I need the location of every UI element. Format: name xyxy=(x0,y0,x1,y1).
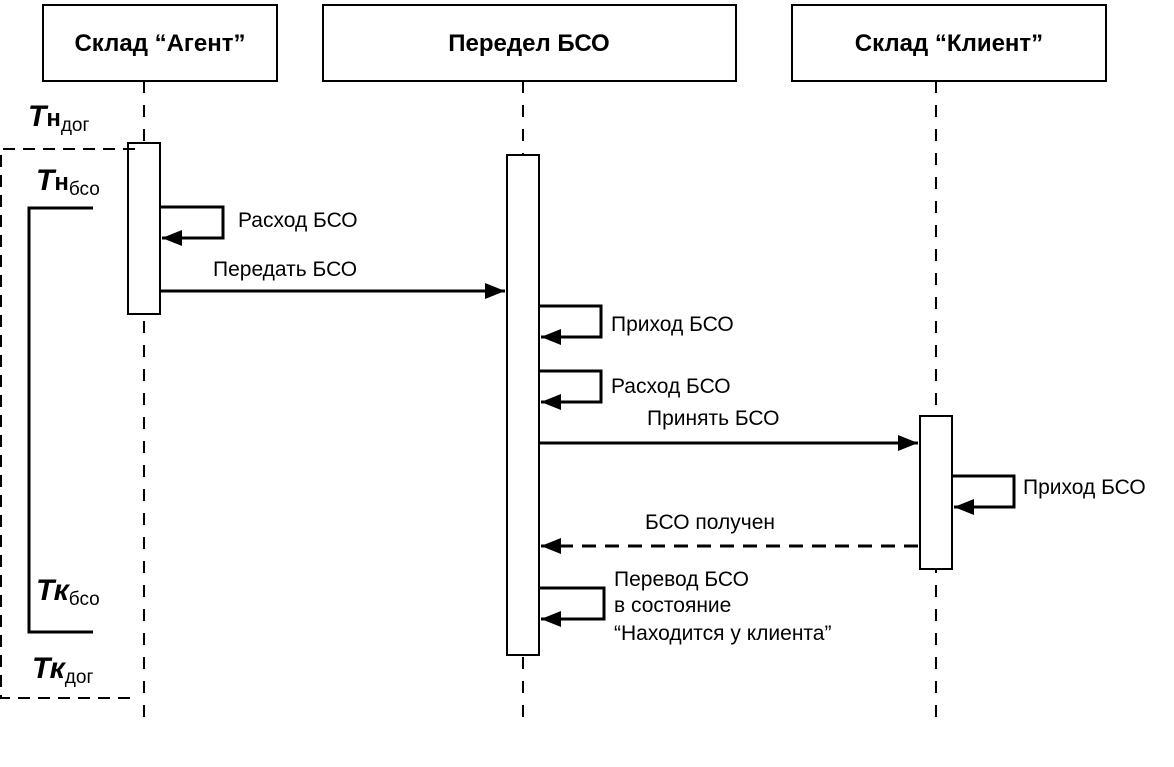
message-peredel-income-label: Приход БСО xyxy=(611,313,734,336)
bso-period-bracket xyxy=(27,206,93,634)
message-transfer: Передать БСО xyxy=(160,258,505,299)
time-mark-tk-bso: Ткбсо xyxy=(36,574,100,610)
lifeline-client-title: Склад “Клиент” xyxy=(855,30,1043,57)
lifeline-agent: Склад “Агент” xyxy=(42,4,278,82)
message-peredel-income: Приход БСО xyxy=(539,304,734,345)
time-mark-tk-dog: Ткдог xyxy=(32,652,93,688)
lifeline-client: Склад “Клиент” xyxy=(791,4,1107,82)
message-agent-expense-label: Расход БСО xyxy=(238,209,358,232)
message-received: БСО получен xyxy=(541,511,918,554)
message-client-income: Приход БСО xyxy=(952,474,1146,515)
lifeline-peredel: Передел БСО xyxy=(322,4,737,82)
message-transfer-label: Передать БСО xyxy=(213,258,357,281)
message-state-change-label: Перевод БСО в состояние “Находится у кли… xyxy=(614,568,831,645)
message-state-change: Перевод БСО в состояние “Находится у кли… xyxy=(539,568,831,645)
lifeline-peredel-title: Передел БСО xyxy=(448,30,609,57)
activation-peredel xyxy=(506,154,540,656)
lifeline-agent-title: Склад “Агент” xyxy=(74,30,245,57)
message-peredel-expense-label: Расход БСО xyxy=(611,375,731,398)
message-accept: Принять БСО xyxy=(539,407,918,451)
message-client-income-label: Приход БСО xyxy=(1023,476,1146,499)
contract-period-frame xyxy=(0,148,135,699)
activation-client xyxy=(919,415,953,570)
message-agent-expense: Расход БСО xyxy=(160,205,358,246)
message-accept-label: Принять БСО xyxy=(647,407,779,430)
message-peredel-expense: Расход БСО xyxy=(539,369,731,410)
activation-agent xyxy=(127,142,161,315)
time-mark-tn-dog: Тндог xyxy=(28,100,89,136)
time-mark-tn-bso: Тнбсо xyxy=(36,164,100,200)
message-received-label: БСО получен xyxy=(645,511,775,534)
